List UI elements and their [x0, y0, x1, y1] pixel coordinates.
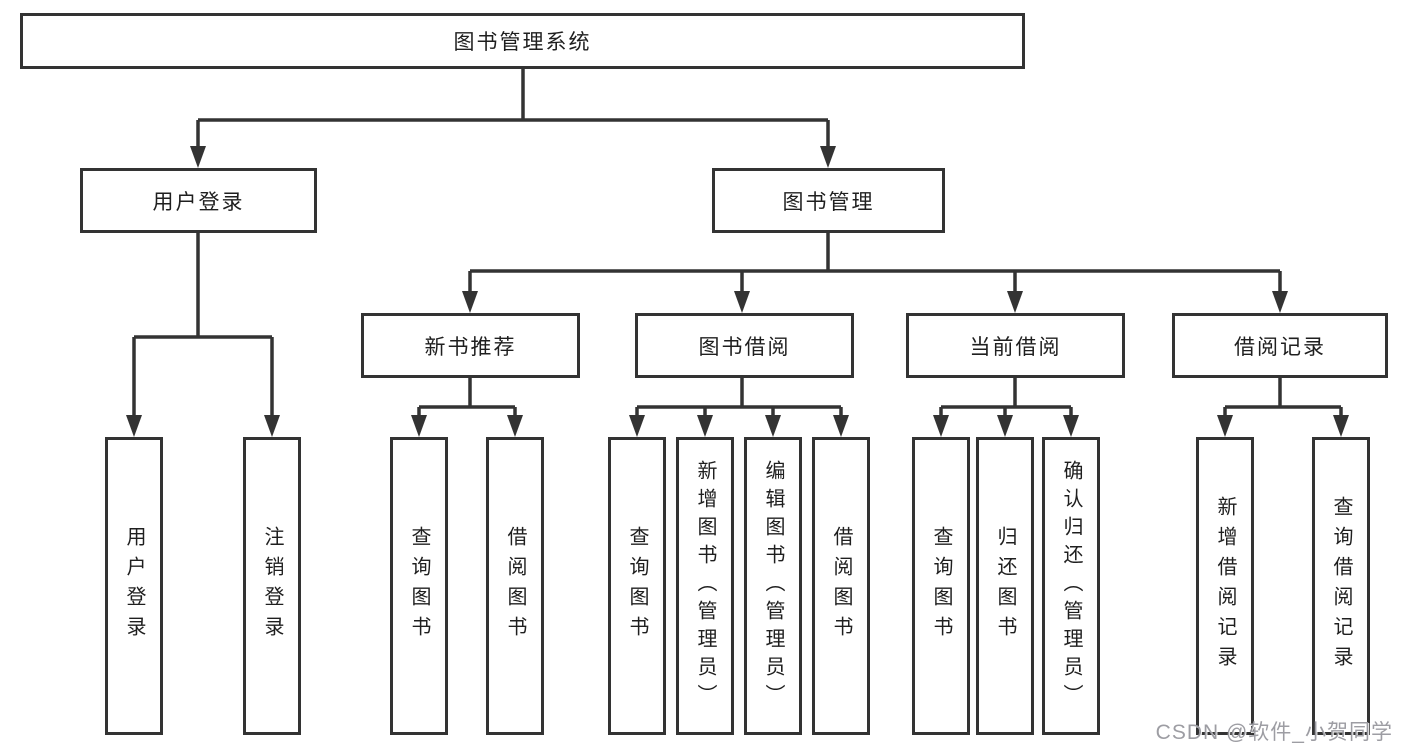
leaf-label: 借阅图书	[830, 526, 852, 646]
connector-user-login-children	[132, 233, 274, 418]
arrow-down-icon	[933, 415, 949, 437]
arrow-down-icon	[411, 415, 427, 437]
leaf-label: 查询图书	[626, 526, 648, 646]
arrow-down-icon	[1217, 415, 1233, 437]
arrow-down-icon	[1333, 415, 1349, 437]
arrowheads	[126, 146, 1349, 437]
arrow-down-icon	[462, 291, 478, 313]
arrow-down-icon	[1063, 415, 1079, 437]
connector-borrow-record-children	[1223, 378, 1343, 418]
leaf-label: 查询借阅记录	[1330, 496, 1352, 676]
leaf-add-borrow-record: 新增借阅记录	[1196, 437, 1254, 735]
node-book-management: 图书管理	[712, 168, 945, 233]
connector-root-to-level2	[196, 69, 830, 149]
leaf-label: 归还图书	[994, 526, 1016, 646]
leaf-label: 借阅图书	[504, 526, 526, 646]
connector-book-borrow-children	[635, 378, 843, 418]
leaf-confirm-return-admin: 确认归还（管理员）	[1042, 437, 1100, 735]
leaf-label: 查询图书	[930, 526, 952, 646]
node-label: 图书借阅	[698, 335, 791, 359]
node-label: 用户登录	[152, 190, 245, 214]
leaf-borrow-book: 借阅图书	[812, 437, 870, 735]
arrow-down-icon	[833, 415, 849, 437]
arrow-down-icon	[126, 415, 142, 437]
leaf-label: 新增借阅记录	[1214, 496, 1236, 676]
arrow-down-icon	[264, 415, 280, 437]
node-current-borrow: 当前借阅	[906, 313, 1125, 378]
arrow-down-icon	[1272, 291, 1288, 313]
leaf-label: 新增图书（管理员）	[694, 460, 716, 712]
leaf-borrow-book-recommend: 借阅图书	[486, 437, 544, 735]
arrow-down-icon	[1007, 291, 1023, 313]
leaf-add-book-admin: 新增图书（管理员）	[676, 437, 734, 735]
connector-new-book-children	[417, 378, 517, 418]
leaf-label: 用户登录	[123, 526, 145, 646]
leaf-label: 确认归还（管理员）	[1060, 460, 1082, 712]
leaf-query-book-borrow: 查询图书	[608, 437, 666, 735]
leaf-query-book-current: 查询图书	[912, 437, 970, 735]
arrow-down-icon	[507, 415, 523, 437]
connector-current-borrow-children	[939, 378, 1073, 418]
node-root-system: 图书管理系统	[20, 13, 1025, 69]
node-label: 借阅记录	[1234, 335, 1326, 359]
node-borrow-record: 借阅记录	[1172, 313, 1388, 378]
leaf-label: 注销登录	[261, 526, 283, 646]
node-label: 新书推荐	[424, 335, 517, 359]
leaf-logout: 注销登录	[243, 437, 301, 735]
arrow-down-icon	[697, 415, 713, 437]
arrow-down-icon	[734, 291, 750, 313]
leaf-label: 查询图书	[408, 526, 430, 646]
csdn-watermark: CSDN @软件_小贺同学	[1155, 721, 1393, 744]
leaf-query-book-recommend: 查询图书	[390, 437, 448, 735]
node-label: 图书管理系统	[453, 31, 592, 54]
arrow-down-icon	[190, 146, 206, 168]
leaf-edit-book-admin: 编辑图书（管理员）	[744, 437, 802, 735]
arrow-down-icon	[820, 146, 836, 168]
arrow-down-icon	[629, 415, 645, 437]
node-user-login: 用户登录	[80, 168, 317, 233]
leaf-user-login: 用户登录	[105, 437, 163, 735]
connector-book-mgmt-to-level3	[468, 233, 1282, 293]
node-label: 当前借阅	[969, 335, 1062, 359]
leaf-return-book: 归还图书	[976, 437, 1034, 735]
node-new-book-recommend: 新书推荐	[361, 313, 580, 378]
node-label: 图书管理	[782, 190, 875, 214]
leaf-label: 编辑图书（管理员）	[762, 460, 784, 712]
leaf-query-borrow-record: 查询借阅记录	[1312, 437, 1370, 735]
arrow-down-icon	[765, 415, 781, 437]
arrow-down-icon	[997, 415, 1013, 437]
node-book-borrow: 图书借阅	[635, 313, 854, 378]
